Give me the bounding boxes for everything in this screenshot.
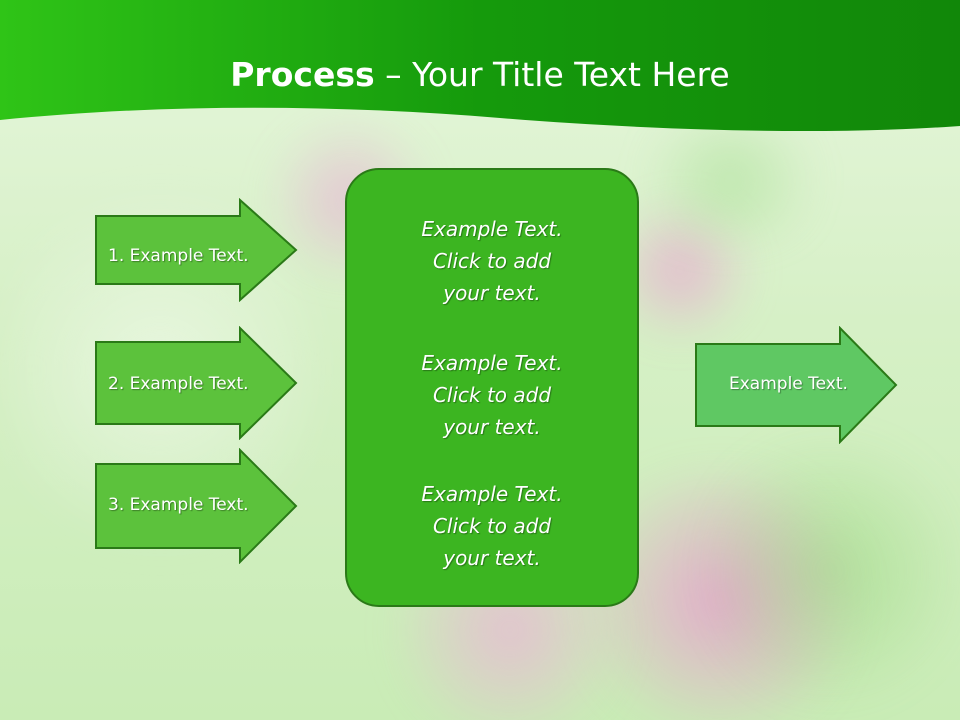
- input-arrow-label-3: 3. Example Text.: [108, 495, 249, 515]
- center-text-block-2: Example Text. Click to add your text.: [345, 347, 639, 443]
- center-text-line: Example Text.: [421, 351, 563, 375]
- input-arrow-label-1: 1. Example Text.: [108, 246, 249, 266]
- center-text-line: Click to add: [432, 383, 552, 407]
- center-text-block-3: Example Text. Click to add your text.: [345, 478, 639, 574]
- center-text-line: Click to add: [432, 249, 552, 273]
- center-text-line: Example Text.: [421, 482, 563, 506]
- center-box: [345, 168, 639, 607]
- input-arrow-1: [95, 198, 298, 302]
- center-text-line: your text.: [443, 281, 541, 305]
- center-text-line: your text.: [443, 546, 541, 570]
- background-glow: [700, 420, 960, 720]
- center-text-block-1: Example Text. Click to add your text.: [345, 213, 639, 309]
- title-bold: Process: [230, 55, 375, 94]
- header-band: [0, 0, 960, 132]
- background-flower: [620, 120, 840, 240]
- input-arrow-2: [95, 326, 298, 440]
- slide-title: Process – Your Title Text Here: [0, 52, 960, 98]
- input-arrow-label-2: 2. Example Text.: [108, 374, 249, 394]
- input-arrow-3: [95, 448, 298, 564]
- title-rest: – Your Title Text Here: [374, 55, 730, 94]
- output-arrow-label: Example Text.: [729, 374, 848, 394]
- center-text-line: your text.: [443, 415, 541, 439]
- center-text-line: Example Text.: [421, 217, 563, 241]
- output-arrow: [695, 326, 898, 444]
- center-text-line: Click to add: [432, 514, 552, 538]
